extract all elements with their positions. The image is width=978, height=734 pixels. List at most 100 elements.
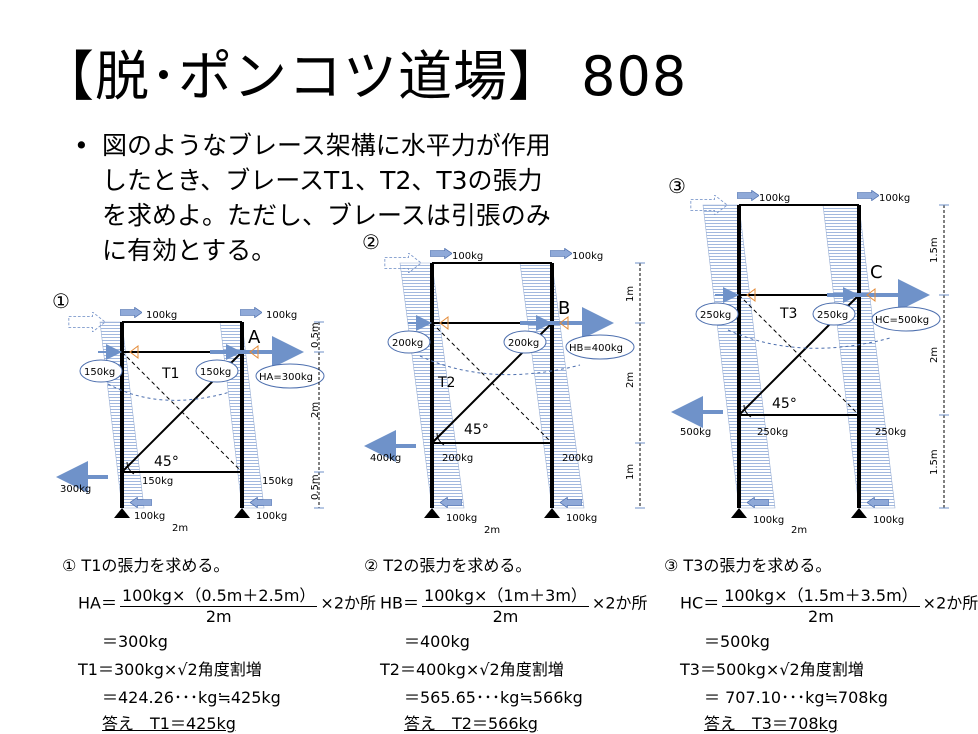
fig3-base-load-right: 100kg xyxy=(873,515,904,526)
fig3-dim-top: 1.5m xyxy=(929,237,940,263)
fig3-dim-mid: 2m xyxy=(929,347,940,363)
calc3-answer: 答え T3＝708kg xyxy=(704,714,838,733)
bullet-icon: • xyxy=(74,131,89,160)
calc2-result: ＝400kg xyxy=(404,632,470,651)
frame-1 xyxy=(56,307,325,518)
calc1-multiplier: ×2か所 xyxy=(320,593,377,613)
calc3-formula: HC＝100kg×（1.5m＋3.5m）2m×2か所 xyxy=(680,582,978,626)
fig1-dim-mid: 2m xyxy=(310,402,321,418)
fig2-angle: 45° xyxy=(464,422,489,438)
fig3-top-load-right: 100kg xyxy=(879,193,910,204)
calc3-lhs: HC＝ xyxy=(680,593,720,613)
calc1-answer: 答え T1＝425kg xyxy=(102,714,236,733)
calc2-tension-value: ＝565.65･･･kg≒566kg xyxy=(404,688,583,707)
fig2-dim-top: 1m xyxy=(625,286,636,302)
calc1-lhs: HA＝ xyxy=(78,593,117,613)
calc2-header: ② T2の張力を求める。 xyxy=(364,556,532,575)
frame1-top-load-icon xyxy=(120,307,142,318)
fig2-bottom-load-left: 200kg xyxy=(442,453,473,464)
fig2-side-load-right: 200kg xyxy=(508,338,539,349)
fig3-base-load-left: 100kg xyxy=(753,515,784,526)
fig2-number: ② xyxy=(362,230,380,254)
fig3-number: ③ xyxy=(668,174,686,198)
fig3-point: C xyxy=(870,262,883,283)
fig1-side-load-left: 150kg xyxy=(84,367,115,378)
statement-line-4: に有効とする。 xyxy=(102,236,277,265)
calc3-result: ＝500kg xyxy=(704,632,770,651)
calc-block-2: ② T2の張力を求める。 HB＝100kg×（1m＋3m）2m×2か所 ＝400… xyxy=(364,552,648,734)
fig2-dim-mid: 2m xyxy=(625,372,636,388)
calc2-formula: HB＝100kg×（1m＋3m）2m×2か所 xyxy=(380,582,648,626)
problem-statement: • 図のようなブレース架構に水平力が作用 したとき、ブレースT1、T2、T3の張… xyxy=(74,128,638,268)
frame3-top-load-icon xyxy=(857,190,879,201)
frame-2 xyxy=(364,248,645,518)
fig2-reaction: 400kg xyxy=(370,453,401,464)
frame2-top-load-icon xyxy=(430,248,452,259)
calc1-formula: HA＝100kg×（0.5m＋2.5m）2m×2か所 xyxy=(78,582,376,626)
calc1-numerator: 100kg×（0.5m＋2.5m） xyxy=(119,582,318,607)
frames-diagram: ① 100kg 100kg A T1 150kg 150kg HA=300kg … xyxy=(52,174,949,536)
fig3-top-load-left: 100kg xyxy=(759,193,790,204)
calc-block-1: ① T1の張力を求める。 HA＝100kg×（0.5m＋2.5m）2m×2か所 … xyxy=(62,552,376,734)
calc3-header: ③ T3の張力を求める。 xyxy=(664,556,832,575)
fig1-ha: HA=300kg xyxy=(259,372,313,383)
frame3-top-load-icon xyxy=(737,190,759,201)
fig1-dim-top: 0.5m xyxy=(310,322,321,348)
fig2-top-load-left: 100kg xyxy=(452,251,483,262)
fig2-hb: HB=400kg xyxy=(569,343,623,354)
fig1-brace-label: T1 xyxy=(161,366,179,382)
fig1-base-load-right: 100kg xyxy=(256,511,287,522)
calc3-multiplier: ×2か所 xyxy=(922,593,978,613)
fig3-hc: HC=500kg xyxy=(875,315,929,326)
frame1-top-load-icon xyxy=(240,307,262,318)
calc2-lhs: HB＝ xyxy=(380,593,420,613)
fig3-brace-label: T3 xyxy=(779,306,797,322)
calc2-multiplier: ×2か所 xyxy=(591,593,648,613)
frame1-support-right xyxy=(234,508,250,518)
fig3-dim-bottom: 1.5m xyxy=(929,449,940,475)
fig1-number: ① xyxy=(52,289,70,313)
calc1-header: ① T1の張力を求める。 xyxy=(62,556,230,575)
calc3-numerator: 100kg×（1.5m＋3.5m） xyxy=(722,582,920,607)
statement-line-1: 図のようなブレース架構に水平力が作用 xyxy=(102,131,551,160)
frame1-support-left xyxy=(114,508,130,518)
calc2-tension: T2＝400kg×√2角度割増 xyxy=(380,660,564,679)
calc-block-3: ③ T3の張力を求める。 HC＝100kg×（1.5m＋3.5m）2m×2か所 … xyxy=(664,552,978,734)
fig3-angle: 45° xyxy=(772,396,797,412)
statement-line-3: を求めよ。ただし、ブレースは引張のみ xyxy=(102,201,551,230)
fig3-bottom-load-right: 250kg xyxy=(875,427,906,438)
calc3-fraction: 100kg×（1.5m＋3.5m）2m xyxy=(722,582,920,626)
fig1-angle: 45° xyxy=(154,454,179,470)
fig1-dim-bottom: 0.5m xyxy=(310,474,321,500)
page-title: 【脱･ポンコツ道場】 808 xyxy=(40,45,688,108)
calc1-denominator: 2m xyxy=(205,607,232,626)
fig3-bottom-load-left: 250kg xyxy=(757,427,788,438)
fig2-top-load-right: 100kg xyxy=(572,251,603,262)
fig1-side-load-right: 150kg xyxy=(200,367,231,378)
fig1-base-load-left: 100kg xyxy=(134,511,165,522)
fig2-side-load-left: 200kg xyxy=(392,338,423,349)
fig1-bottom-load-left: 150kg xyxy=(142,476,173,487)
calc3-tension: T3＝500kg×√2角度割増 xyxy=(680,660,864,679)
fig1-width: 2m xyxy=(172,523,188,534)
fig2-bottom-load-right: 200kg xyxy=(562,453,593,464)
fig1-bottom-load-right: 150kg xyxy=(262,476,293,487)
fig2-base-load-right: 100kg xyxy=(566,513,597,524)
fig3-reaction: 500kg xyxy=(680,427,711,438)
calc1-fraction: 100kg×（0.5m＋2.5m）2m xyxy=(119,582,318,626)
fig1-top-load-right: 100kg xyxy=(266,310,297,321)
statement-line-2: したとき、ブレースT1、T2、T3の張力 xyxy=(102,166,543,195)
fig3-side-load-left: 250kg xyxy=(700,310,731,321)
fig2-point: B xyxy=(558,298,570,319)
calc2-answer: 答え T2＝566kg xyxy=(404,714,538,733)
fig1-point: A xyxy=(248,327,261,348)
calc2-denominator: 2m xyxy=(492,607,519,626)
calc1-result: ＝300kg xyxy=(102,632,168,651)
fig2-brace-label: T2 xyxy=(437,375,455,391)
calc3-tension-value: ＝ 707.10･･･kg≒708kg xyxy=(704,688,888,707)
calc3-denominator: 2m xyxy=(808,607,834,626)
fig3-side-load-right: 250kg xyxy=(817,310,848,321)
calc1-tension: T1＝300kg×√2角度割増 xyxy=(78,660,262,679)
fig2-width: 2m xyxy=(484,525,500,536)
calc1-tension-value: ＝424.26･･･kg≒425kg xyxy=(102,688,281,707)
